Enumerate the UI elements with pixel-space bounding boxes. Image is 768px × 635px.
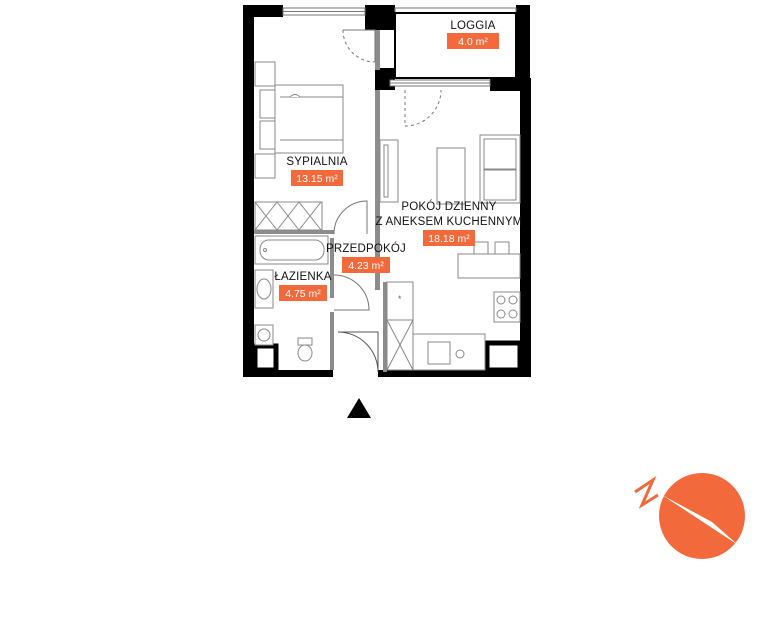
svg-text:LOGGIA: LOGGIA — [450, 20, 495, 32]
north-compass-icon — [634, 473, 745, 559]
room-label-pokoj-dzienny: POKÓJ DZIENNY Z ANEKSEM KUCHENNYM 18.18 … — [376, 200, 523, 246]
area-badge — [291, 170, 343, 186]
doors — [333, 29, 442, 373]
svg-text:Z ANEKSEM KUCHENNYM: Z ANEKSEM KUCHENNYM — [376, 216, 523, 228]
north-letter — [634, 475, 659, 509]
room-label-loggia: LOGGIA 4.0 m² — [447, 20, 499, 49]
bathroom-fixtures — [254, 235, 329, 362]
windows — [282, 7, 517, 87]
loggia-outline — [394, 12, 517, 79]
living-furniture — [379, 134, 521, 279]
svg-text:4.75 m²: 4.75 m² — [285, 288, 321, 300]
triangle-up-icon — [347, 398, 371, 418]
svg-text:18.18 m²: 18.18 m² — [428, 233, 470, 245]
area-badge — [423, 230, 475, 246]
structural-column — [484, 340, 523, 373]
svg-text:*: * — [398, 294, 402, 304]
partitions — [254, 30, 387, 372]
room-label-sypialnia: SYPIALNIA 13.15 m² — [286, 156, 348, 186]
svg-text:13.15 m²: 13.15 m² — [296, 173, 338, 185]
svg-text:ŁAZIENKA: ŁAZIENKA — [274, 271, 331, 283]
area-badge — [279, 285, 327, 301]
svg-text:SYPIALNIA: SYPIALNIA — [286, 156, 347, 168]
bed — [254, 61, 344, 179]
room-label-lazienka: ŁAZIENKA 4.75 m² — [274, 271, 332, 301]
room-label-przedpokoj: PRZEDPOKÓJ 4.23 m² — [326, 242, 406, 273]
svg-text:4.23 m²: 4.23 m² — [348, 260, 384, 272]
area-badge — [342, 257, 390, 273]
svg-text:4.0 m²: 4.0 m² — [458, 36, 488, 48]
svg-text:PRZEDPOKÓJ: PRZEDPOKÓJ — [326, 242, 406, 255]
area-badge — [447, 33, 499, 49]
wardrobe — [254, 201, 323, 231]
kitchen: * — [386, 281, 521, 371]
svg-text:POKÓJ DZIENNY: POKÓJ DZIENNY — [401, 200, 496, 213]
structural-column — [252, 343, 279, 373]
